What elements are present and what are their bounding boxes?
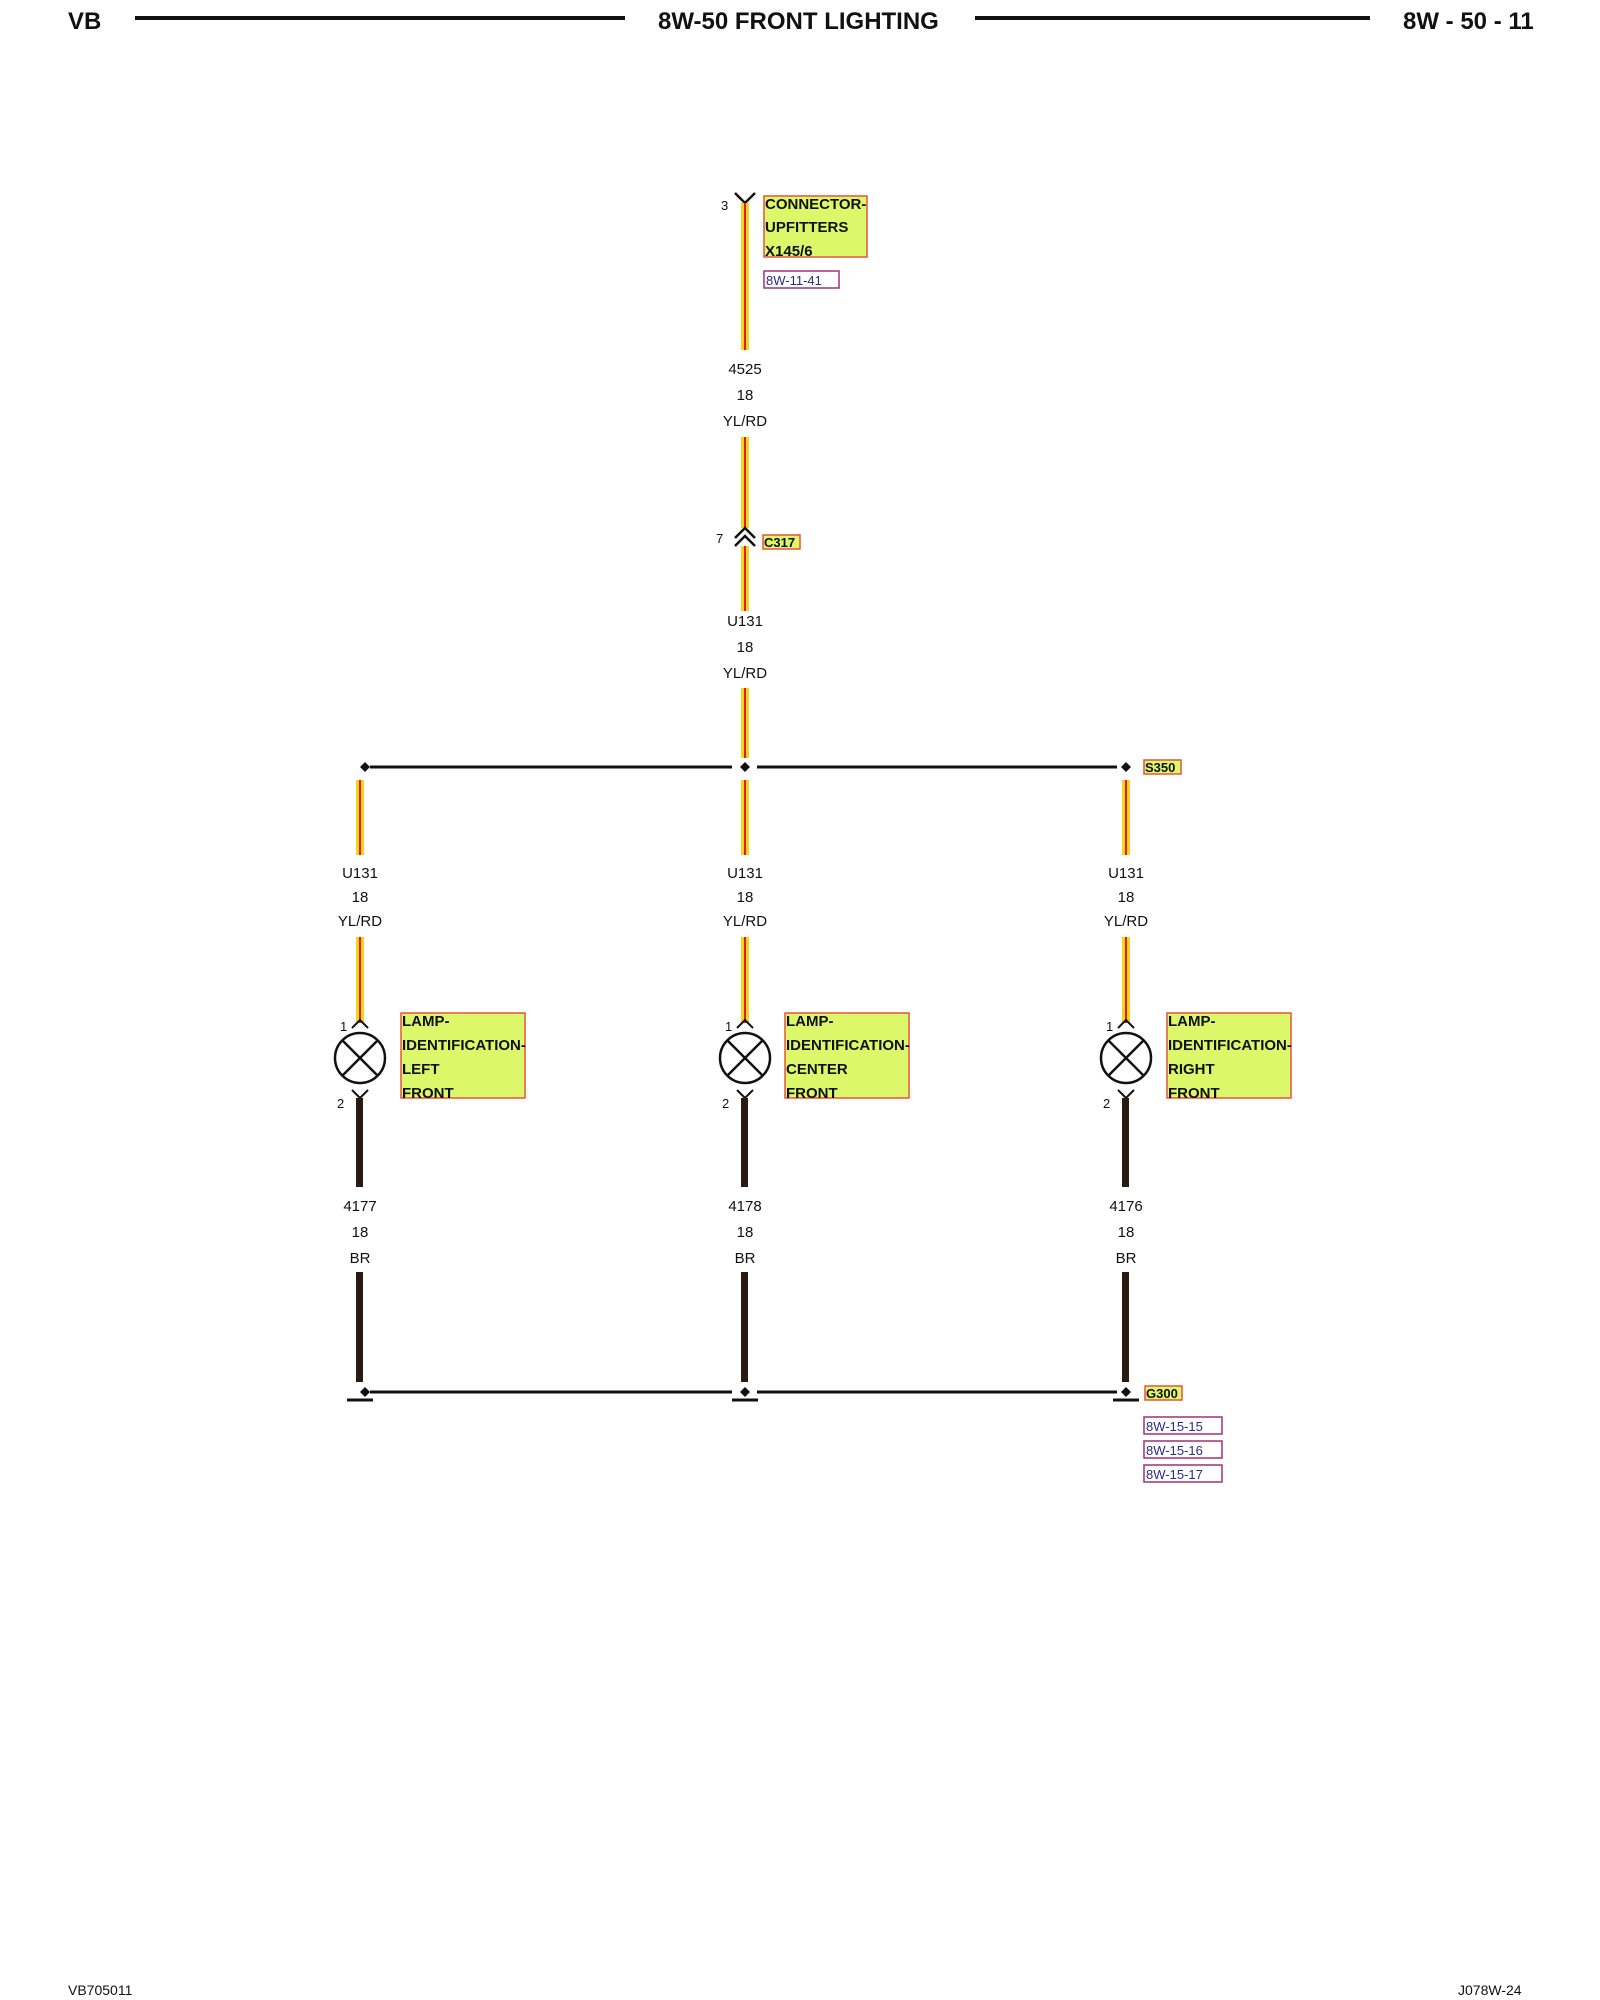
lamp-center-label-line1: LAMP- bbox=[786, 1013, 834, 1030]
wire-left-in-circuit: U131 bbox=[342, 865, 378, 882]
wire-left-out-lower bbox=[356, 1272, 363, 1382]
lamp-center-label-line2: IDENTIFICATION- bbox=[786, 1037, 910, 1054]
wire-center-out-color: BR bbox=[735, 1250, 756, 1267]
header-left: VB bbox=[68, 8, 102, 35]
connector-label-line3: X145/6 bbox=[765, 243, 813, 260]
ground-label: G300 bbox=[1146, 1386, 1178, 1401]
ground-ref-1: 8W-15-15 bbox=[1146, 1419, 1203, 1434]
c317-label-box bbox=[762, 534, 801, 550]
lamp-center-bulb-icon bbox=[718, 1031, 772, 1085]
lamp-right-label-line3: RIGHT bbox=[1168, 1061, 1215, 1078]
wire-right-out-lower bbox=[1122, 1272, 1129, 1382]
wire-left-in-color: YL/RD bbox=[338, 913, 382, 930]
wire-u131-gauge: 18 bbox=[737, 639, 754, 656]
c317-label: C317 bbox=[764, 535, 795, 550]
splice-label-box bbox=[1143, 759, 1182, 775]
wire-center-out-upper bbox=[741, 1098, 748, 1187]
splice-label: S350 bbox=[1145, 760, 1175, 775]
splice-node-left bbox=[360, 762, 370, 772]
ground-ref-box-2 bbox=[1143, 1440, 1223, 1459]
lamp-left-pin-top: 1 bbox=[340, 1019, 347, 1034]
wire-right-in-color: YL/RD bbox=[1104, 913, 1148, 930]
wire-center-out-gauge: 18 bbox=[737, 1224, 754, 1241]
splice-node-center bbox=[740, 762, 750, 772]
c317-connector-icon bbox=[734, 526, 756, 547]
lamp-center-label-line3: CENTER bbox=[786, 1061, 848, 1078]
lamp-right-pin-top: 1 bbox=[1106, 1019, 1113, 1034]
wire-center-in-color: YL/RD bbox=[723, 913, 767, 930]
wire-right-out-upper bbox=[1122, 1098, 1129, 1187]
wire-left-out-circuit: 4177 bbox=[343, 1198, 376, 1215]
ground-ref-2: 8W-15-16 bbox=[1146, 1443, 1203, 1458]
connector-ref: 8W-11-41 bbox=[766, 273, 822, 288]
lamp-center-label-box bbox=[784, 1012, 910, 1099]
wire-center-out-lower bbox=[741, 1272, 748, 1382]
lamp-center-label-line4: FRONT bbox=[786, 1085, 838, 1102]
wire-4525-circuit: 4525 bbox=[728, 361, 761, 378]
lamp-left-label-line3: LEFT bbox=[402, 1061, 440, 1078]
connector-label-box bbox=[763, 195, 868, 258]
ground-left-icon bbox=[347, 1387, 373, 1402]
ground-ref-box-3 bbox=[1143, 1464, 1223, 1483]
lamp-left-label-line2: IDENTIFICATION- bbox=[402, 1037, 526, 1054]
lamp-right-label-line1: LAMP- bbox=[1168, 1013, 1216, 1030]
ground-ref-3: 8W-15-17 bbox=[1146, 1467, 1203, 1482]
header-right: 8W - 50 - 11 bbox=[1403, 8, 1534, 35]
header-rule-left bbox=[135, 16, 625, 20]
ground-ref-box-1 bbox=[1143, 1416, 1223, 1435]
splice-node-right bbox=[1121, 762, 1131, 772]
footer-left: VB705011 bbox=[68, 1982, 133, 1998]
connector-ref-box bbox=[763, 270, 840, 289]
lamp-right-pin-bottom: 2 bbox=[1103, 1096, 1110, 1111]
lamp-center-pin-top: 1 bbox=[725, 1019, 732, 1034]
lamp-left-bulb-icon bbox=[333, 1031, 387, 1085]
footer-right: J078W-24 bbox=[1458, 1982, 1522, 1998]
wire-left-out-color: BR bbox=[350, 1250, 371, 1267]
wire-right-out-circuit: 4176 bbox=[1109, 1198, 1142, 1215]
lamp-right-label-line4: FRONT bbox=[1168, 1085, 1220, 1102]
wire-right-out-color: BR bbox=[1116, 1250, 1137, 1267]
connector-label-line1: CONNECTOR- bbox=[765, 196, 866, 213]
wire-center-in-circuit: U131 bbox=[727, 865, 763, 882]
wire-left-in-gauge: 18 bbox=[352, 889, 369, 906]
wire-left-out-gauge: 18 bbox=[352, 1224, 369, 1241]
connector-label-line2: UPFITTERS bbox=[765, 219, 848, 236]
lamp-right-bulb-icon bbox=[1099, 1031, 1153, 1085]
connector-pin-number: 3 bbox=[721, 198, 728, 213]
lamp-right-label-line2: IDENTIFICATION- bbox=[1168, 1037, 1292, 1054]
wire-4525-color: YL/RD bbox=[723, 413, 767, 430]
lamp-right-label-box bbox=[1166, 1012, 1292, 1099]
ground-label-box bbox=[1144, 1385, 1183, 1401]
wire-u131-color: YL/RD bbox=[723, 665, 767, 682]
ground-center-icon bbox=[732, 1387, 758, 1402]
wire-right-in-circuit: U131 bbox=[1108, 865, 1144, 882]
page-title: 8W-50 FRONT LIGHTING bbox=[658, 8, 939, 35]
wire-center-in-gauge: 18 bbox=[737, 889, 754, 906]
connector-terminal-icon bbox=[734, 192, 756, 205]
ground-right-icon bbox=[1113, 1387, 1139, 1402]
lamp-left-label-line1: LAMP- bbox=[402, 1013, 450, 1030]
wire-u131-circuit: U131 bbox=[727, 613, 763, 630]
wire-left-out-upper bbox=[356, 1098, 363, 1187]
lamp-left-label-line4: FRONT bbox=[402, 1085, 454, 1102]
wire-center-out-circuit: 4178 bbox=[728, 1198, 761, 1215]
wire-right-in-gauge: 18 bbox=[1118, 889, 1135, 906]
wire-4525-gauge: 18 bbox=[737, 387, 754, 404]
lamp-left-pin-bottom: 2 bbox=[337, 1096, 344, 1111]
lamp-left-label-box bbox=[400, 1012, 526, 1099]
wire-right-out-gauge: 18 bbox=[1118, 1224, 1135, 1241]
c317-pin-number: 7 bbox=[716, 531, 723, 546]
lamp-center-pin-bottom: 2 bbox=[722, 1096, 729, 1111]
header-rule-right bbox=[975, 16, 1370, 20]
